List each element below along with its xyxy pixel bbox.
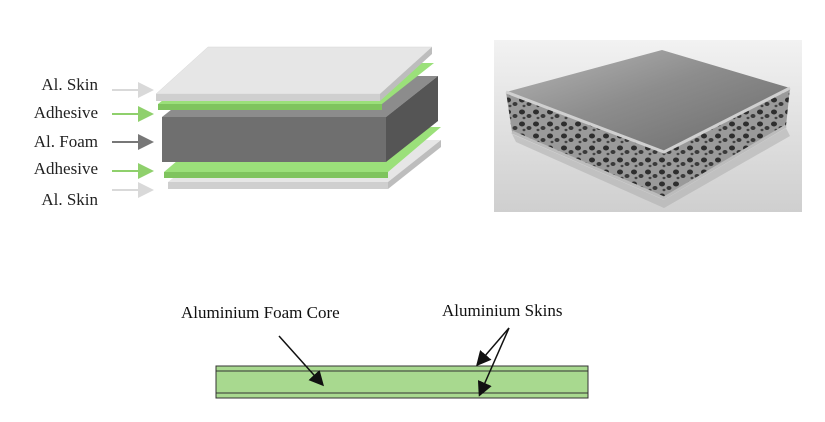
sandwich-panel-photo <box>494 40 802 212</box>
layer-label-bottom-adhesive: Adhesive <box>33 159 98 178</box>
top-skin-layer <box>155 46 433 101</box>
layer-label-bottom-skin: Al. Skin <box>41 190 98 209</box>
layer-label-foam: Al. Foam <box>33 132 98 151</box>
arrow-skin-bottom <box>477 327 510 397</box>
layer-label-top-adhesive: Adhesive <box>33 103 98 122</box>
skins-label: Aluminium Skins <box>442 301 563 320</box>
foam-core-label: Aluminium Foam Core <box>181 303 340 322</box>
cross-section-panel <box>215 365 589 399</box>
arrow-skin-top <box>476 327 510 367</box>
arrow-foam-core <box>278 335 325 387</box>
layer-label-top-skin: Al. Skin <box>41 75 98 94</box>
